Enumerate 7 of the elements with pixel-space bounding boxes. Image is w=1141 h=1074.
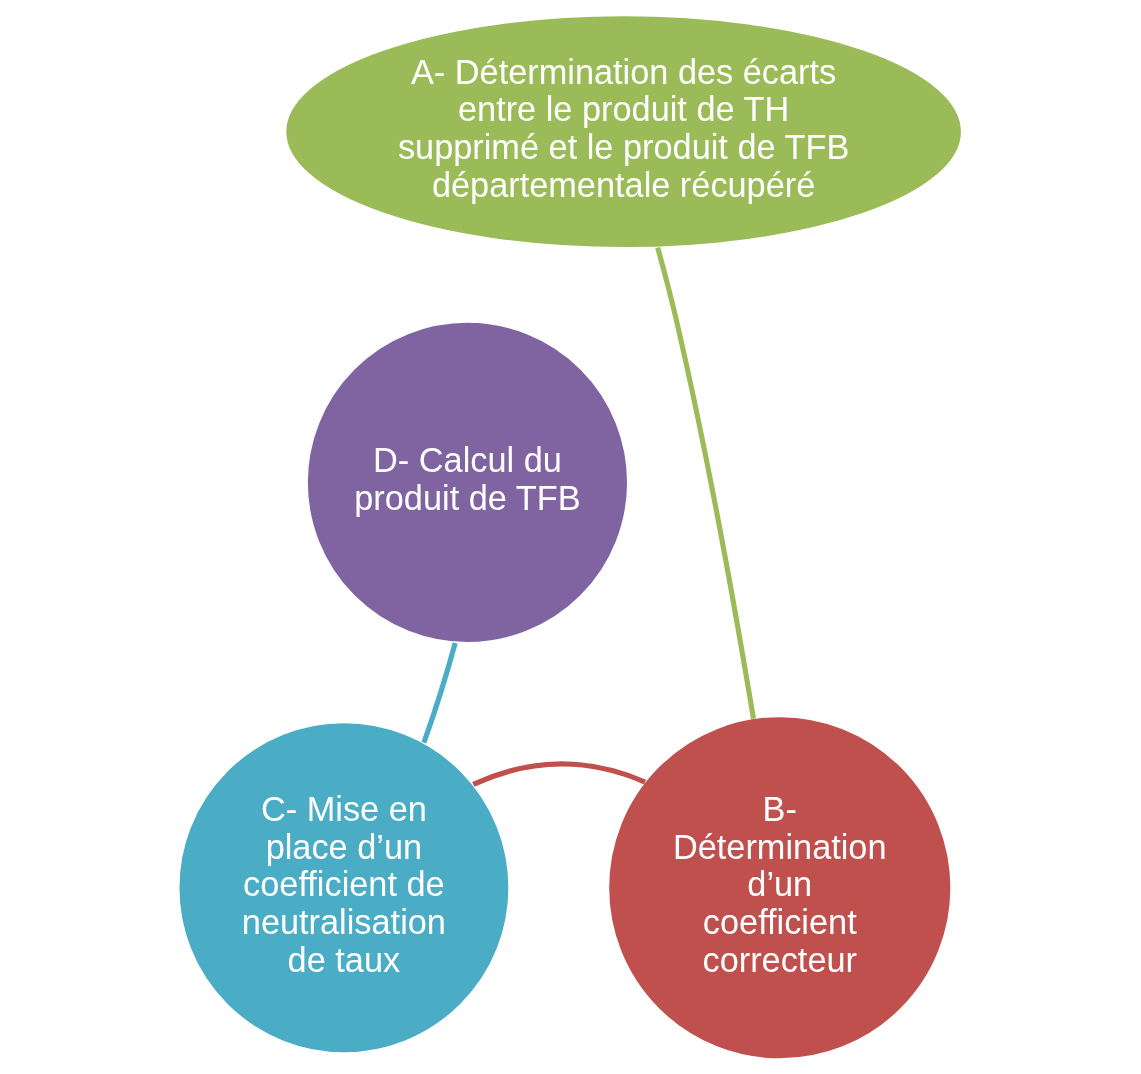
connector [472,761,646,787]
node-ellipse: A- Détermination des écarts entre le produit de TH supprimé et le produit de TFB départementale récupéré [284,14,963,249]
node-circle: C- Mise en place d’un coefficient de neutralisation de taux [177,721,511,1054]
connector [421,642,458,744]
node-circle: D- Calcul du produit de TFB [306,321,629,644]
node-circle: B- Détermination d’un coefficient correcteur [607,715,953,1060]
connector [655,246,756,719]
